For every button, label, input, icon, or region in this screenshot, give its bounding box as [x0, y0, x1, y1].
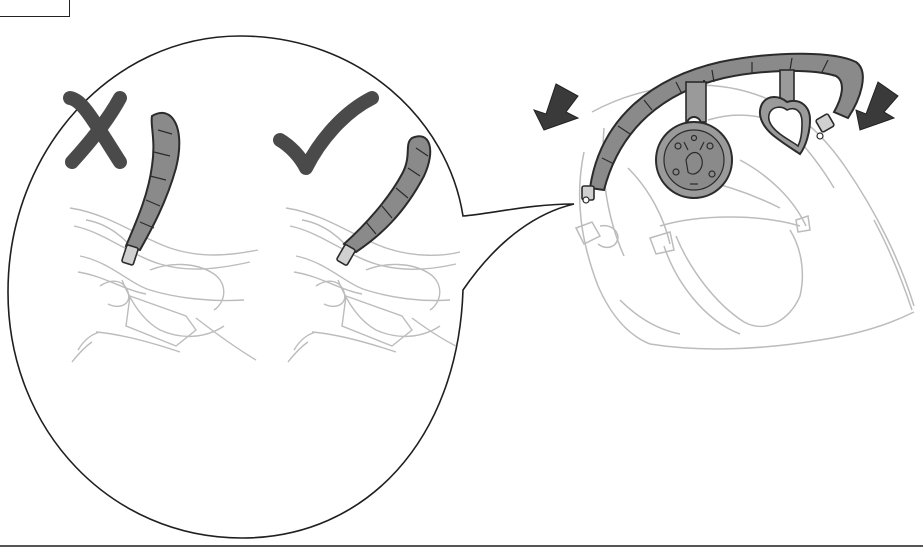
callout-bubble [7, 35, 575, 539]
toy-bar-incorrect [121, 111, 181, 266]
incorrect-panel [63, 91, 259, 363]
footer-divider [0, 545, 923, 547]
corner-frame [0, 0, 70, 17]
hanging-disc-toy [655, 80, 733, 199]
hanging-heart-toy [758, 69, 812, 156]
bouncer-overview [533, 52, 915, 350]
correct-panel [273, 91, 461, 363]
down-arrow-icon [855, 81, 899, 131]
seat-lineart-right [285, 207, 461, 363]
down-arrow-icon [533, 83, 580, 131]
cross-icon [63, 91, 127, 169]
toy-bar-correct [336, 135, 432, 266]
checkmark-icon [273, 91, 379, 175]
seat-lineart-left [69, 207, 259, 363]
